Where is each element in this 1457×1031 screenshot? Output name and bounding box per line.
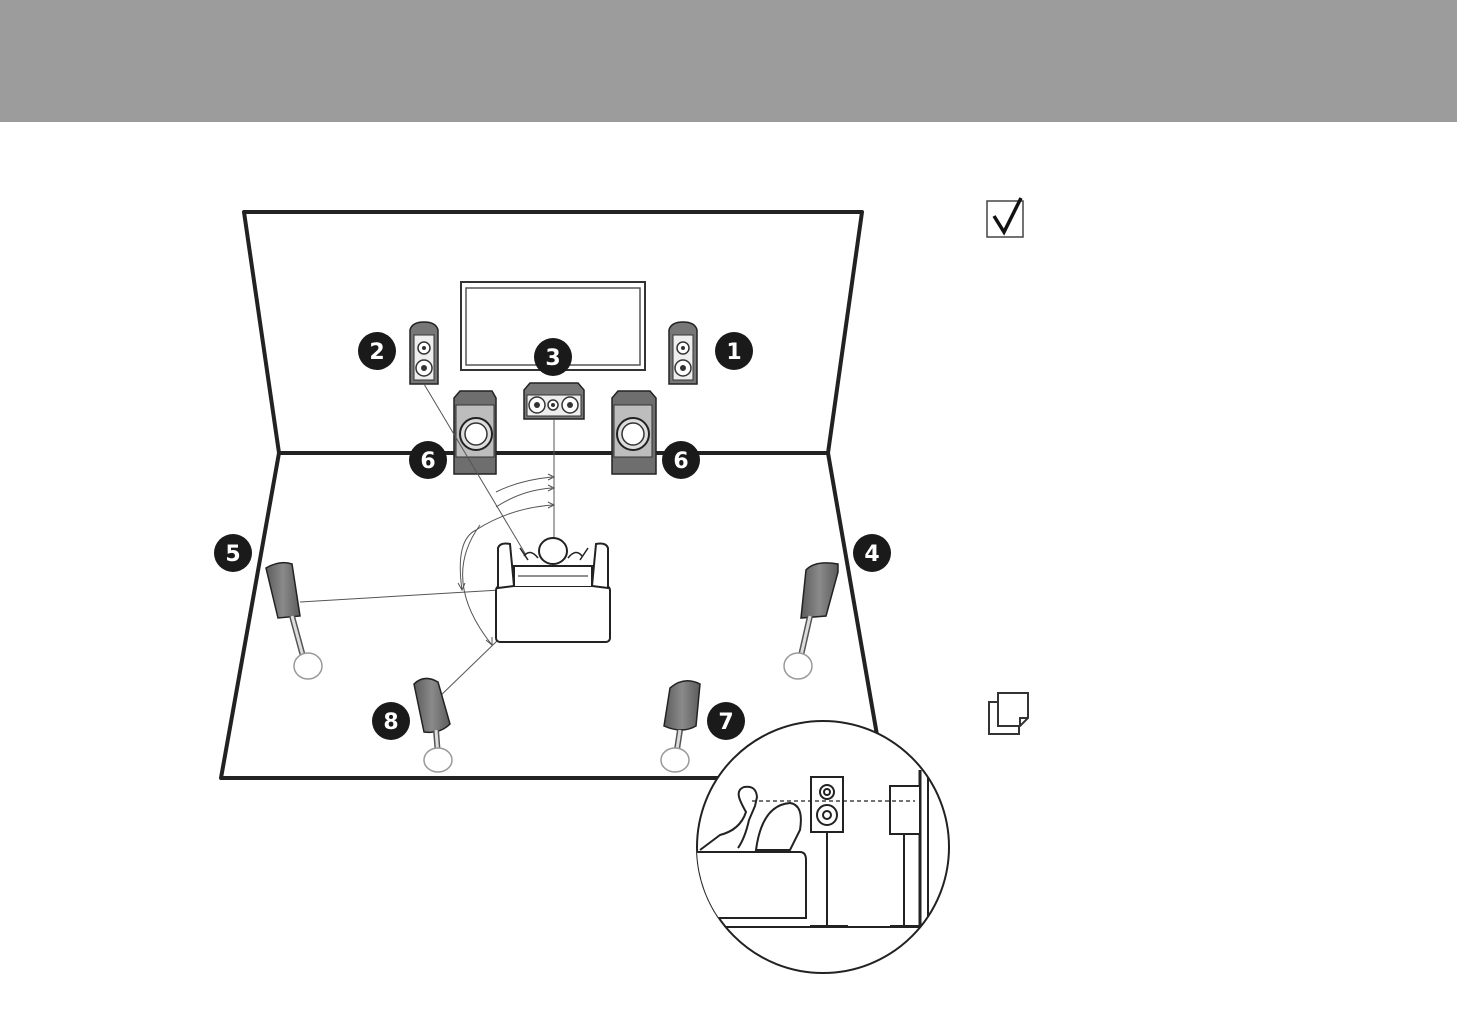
checkmark-box-icon <box>985 196 1027 238</box>
svg-text:6: 6 <box>420 449 435 474</box>
note-icon <box>985 690 1033 736</box>
svg-text:3: 3 <box>545 346 560 371</box>
badge-surround-left: 5 <box>214 534 252 572</box>
svg-text:1: 1 <box>726 340 741 365</box>
svg-text:2: 2 <box>369 340 384 365</box>
svg-text:4: 4 <box>864 542 879 567</box>
badge-front-right: 1 <box>715 332 753 370</box>
svg-text:6: 6 <box>673 449 688 474</box>
svg-text:7: 7 <box>718 710 733 735</box>
center-speaker <box>524 383 584 419</box>
badge-subwoofer-right: 6 <box>662 441 700 479</box>
svg-text:8: 8 <box>383 710 398 735</box>
badge-subwoofer-left: 6 <box>409 441 447 479</box>
front-right-speaker <box>669 322 697 384</box>
subwoofer-left <box>454 391 496 474</box>
badge-surround-back-right: 7 <box>707 702 745 740</box>
svg-text:5: 5 <box>225 542 240 567</box>
badge-surround-right: 4 <box>853 534 891 572</box>
badge-surround-back-left: 8 <box>372 702 410 740</box>
badge-center: 3 <box>534 338 572 376</box>
badge-front-left: 2 <box>358 332 396 370</box>
subwoofer-right <box>612 391 656 474</box>
front-left-speaker <box>410 322 438 384</box>
